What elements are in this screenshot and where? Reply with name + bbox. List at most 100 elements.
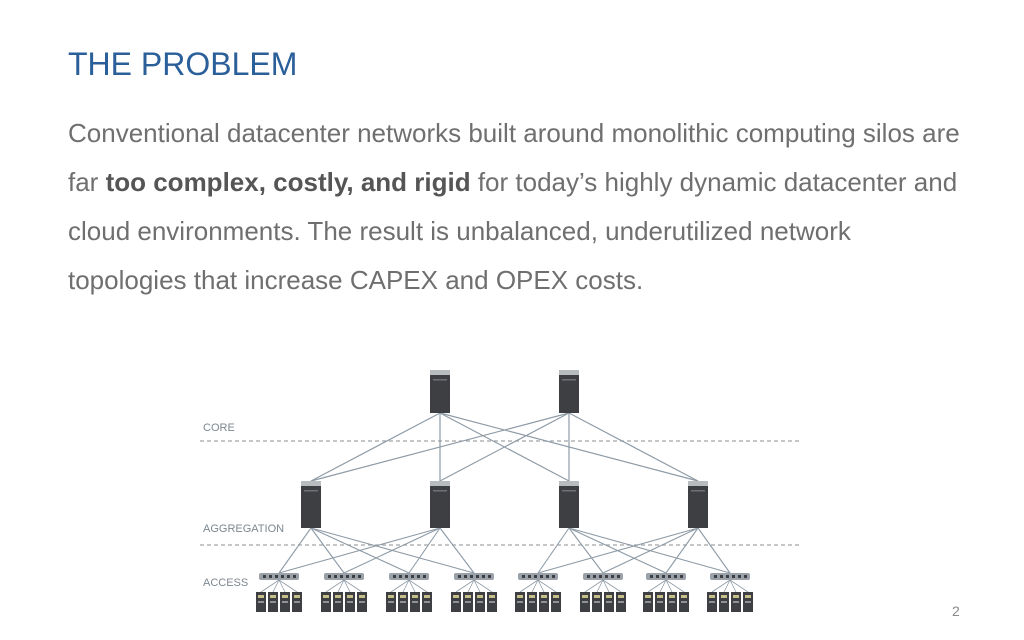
server-1-bay — [258, 601, 264, 603]
access-switch-6-port — [587, 575, 590, 578]
access-switch-3 — [389, 573, 429, 580]
link-core-2-to-aggregation-1 — [310, 412, 570, 482]
access-switch-1-port — [263, 575, 266, 578]
aggregation-switch-3 — [559, 481, 579, 528]
access-switch-5-port — [546, 575, 549, 578]
server-11 — [410, 592, 420, 612]
access-switch-1-body — [259, 573, 299, 580]
server-18 — [527, 592, 537, 612]
access-switch-4-port — [464, 575, 467, 578]
server-28-panel — [681, 595, 687, 598]
access-switch-7-body — [646, 573, 686, 580]
server-24-panel — [618, 595, 624, 598]
server-15 — [475, 592, 485, 612]
server-3-bay — [282, 601, 288, 603]
server-12-panel — [424, 595, 430, 598]
access-switch-2-port — [334, 575, 337, 578]
server-16-panel — [489, 595, 495, 598]
server-1 — [256, 592, 266, 612]
access-switch-4 — [454, 573, 494, 580]
page-number: 2 — [952, 603, 960, 619]
server-4 — [292, 592, 302, 612]
server-3 — [280, 592, 290, 612]
link-access-5-to-server-1 — [519, 579, 539, 593]
access-switch-6-body — [583, 573, 623, 580]
server-9-panel — [388, 595, 394, 598]
aggregation-switch-3-slot — [562, 490, 576, 492]
access-switch-1-port — [281, 575, 284, 578]
server-20-bay — [553, 601, 559, 603]
server-31 — [731, 592, 741, 612]
access-switch-6-port — [599, 575, 602, 578]
server-17-panel — [517, 595, 523, 598]
server-25-bay — [645, 601, 651, 603]
access-switch-6-port — [605, 575, 608, 578]
link-aggregation-2-to-access-2 — [343, 527, 441, 574]
access-switch-7-port — [662, 575, 665, 578]
core-switch-2-body — [559, 370, 579, 413]
server-7-panel — [347, 595, 353, 598]
access-switch-4-port — [476, 575, 479, 578]
server-24-bay — [618, 601, 624, 603]
server-25-panel — [645, 595, 651, 598]
link-aggregation-1-to-access-1 — [278, 527, 312, 574]
link-access-1-to-server-2 — [272, 579, 280, 593]
server-11-panel — [412, 595, 418, 598]
link-aggregation-4-to-access-6 — [602, 527, 699, 574]
server-3-panel — [282, 595, 288, 598]
server-19-bay — [541, 601, 547, 603]
link-access-6-to-server-3 — [602, 579, 610, 593]
link-access-8-to-server-1 — [711, 579, 731, 593]
access-switch-6-port — [593, 575, 596, 578]
server-8-panel — [359, 595, 365, 598]
access-switch-1-port — [269, 575, 272, 578]
link-access-4-to-server-2 — [467, 579, 475, 593]
server-8 — [357, 592, 367, 612]
server-31-bay — [733, 601, 739, 603]
core-switch-1-body — [430, 370, 450, 413]
server-21-bay — [582, 601, 588, 603]
aggregation-switch-1-slot — [304, 490, 318, 492]
access-switch-2-body — [324, 573, 364, 580]
server-29-bay — [709, 601, 715, 603]
server-30 — [719, 592, 729, 612]
server-5-bay — [323, 601, 329, 603]
link-access-6-to-server-2 — [596, 579, 604, 593]
access-switch-5-port — [522, 575, 525, 578]
server-17 — [515, 592, 525, 612]
layer-labels: CORE AGGREGATION ACCESS — [203, 422, 284, 589]
server-10 — [398, 592, 408, 612]
access-switch-7-port — [668, 575, 671, 578]
server-16 — [487, 592, 497, 612]
link-access-2-to-server-3 — [343, 579, 351, 593]
server-13-bay — [453, 601, 459, 603]
link-access-2-to-server-2 — [337, 579, 345, 593]
network-links — [260, 412, 749, 593]
link-access-3-to-server-1 — [390, 579, 410, 593]
access-switch-1-port — [275, 575, 278, 578]
server-6 — [333, 592, 343, 612]
access-switch-4-body — [454, 573, 494, 580]
access-switch-2-port — [346, 575, 349, 578]
access-switch-8-port — [738, 575, 741, 578]
layer-label-aggregation: AGGREGATION — [203, 523, 284, 535]
access-switch-6 — [583, 573, 623, 580]
access-switch-4-port — [470, 575, 473, 578]
link-aggregation-2-to-access-1 — [278, 527, 441, 574]
server-16-bay — [489, 601, 495, 603]
server-20 — [551, 592, 561, 612]
server-22-bay — [594, 601, 600, 603]
access-switch-3-port — [393, 575, 396, 578]
server-19-panel — [541, 595, 547, 598]
access-switch-6-port — [611, 575, 614, 578]
server-26-bay — [657, 601, 663, 603]
server-23-panel — [606, 595, 612, 598]
server-32-panel — [745, 595, 751, 598]
layer-label-access: ACCESS — [203, 577, 248, 589]
aggregation-switch-3-top — [559, 481, 579, 486]
link-access-7-to-server-4 — [665, 579, 685, 593]
server-26 — [655, 592, 665, 612]
server-1-panel — [258, 595, 264, 598]
server-29-panel — [709, 595, 715, 598]
aggregation-switch-4-body — [688, 481, 708, 528]
